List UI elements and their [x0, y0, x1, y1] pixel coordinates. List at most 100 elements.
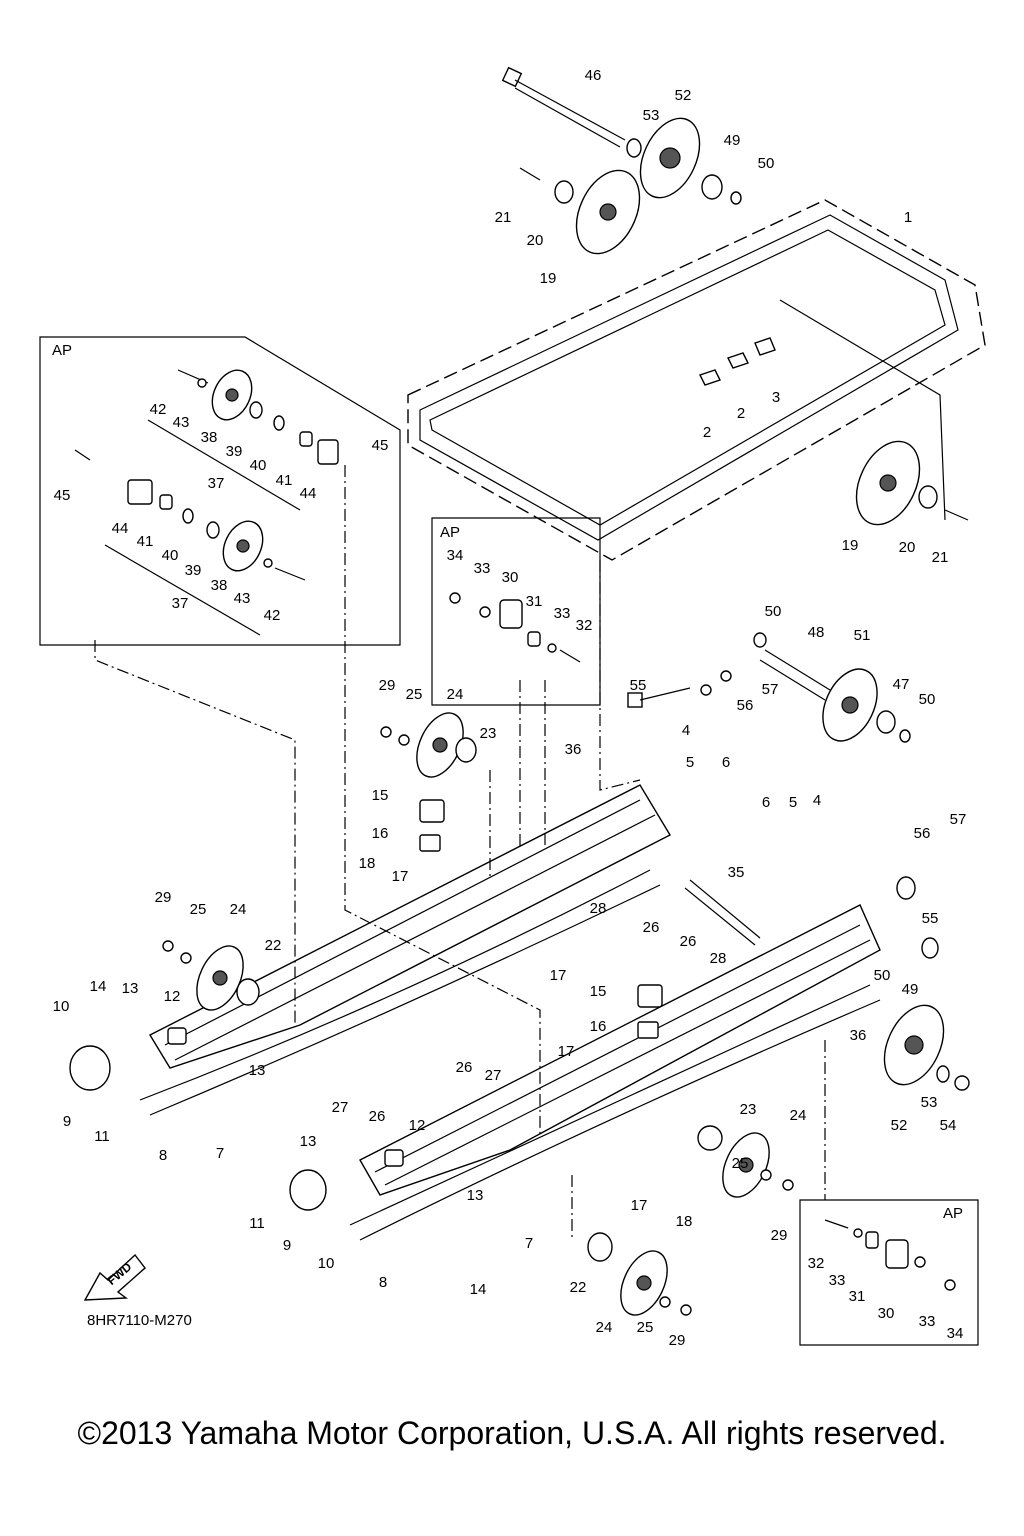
part-callout-10: 10	[318, 1255, 335, 1272]
part-callout-4: 4	[682, 722, 690, 739]
part-callout-12: 12	[409, 1117, 426, 1134]
part-callout-19: 19	[842, 537, 859, 554]
part-callout-14: 14	[90, 978, 107, 995]
part-callout-39: 39	[185, 562, 202, 579]
part-callout-2: 2	[703, 424, 711, 441]
part-callout-10: 10	[53, 998, 70, 1015]
part-callout-43: 43	[234, 590, 251, 607]
part-callout-52: 52	[675, 87, 692, 104]
part-callout-25: 25	[406, 686, 423, 703]
part-callout-27: 27	[332, 1099, 349, 1116]
part-callout-17: 17	[550, 967, 567, 984]
part-callout-13: 13	[249, 1062, 266, 1079]
part-callout-1: 1	[904, 209, 912, 226]
part-callout-7: 7	[216, 1145, 224, 1162]
part-callout-55: 55	[630, 677, 647, 694]
part-callout-11: 11	[249, 1215, 265, 1232]
part-callout-11: 11	[94, 1128, 110, 1145]
part-callout-23: 23	[740, 1101, 757, 1118]
part-callout-28: 28	[710, 950, 727, 967]
part-callout-27: 27	[485, 1067, 502, 1084]
part-callout-25: 25	[637, 1319, 654, 1336]
part-callout-17: 17	[631, 1197, 648, 1214]
part-callout-8: 8	[159, 1147, 167, 1164]
ap-label: AP	[52, 342, 72, 359]
part-callout-4: 4	[813, 792, 821, 809]
rear-axle-assembly	[627, 632, 911, 743]
part-callout-25: 25	[190, 901, 207, 918]
part-callout-26: 26	[369, 1108, 386, 1125]
part-callout-36: 36	[850, 1027, 867, 1044]
part-callout-37: 37	[172, 595, 189, 612]
part-callout-14: 14	[470, 1281, 487, 1298]
part-callout-16: 16	[372, 825, 389, 842]
part-callout-44: 44	[112, 520, 129, 537]
part-callout-50: 50	[919, 691, 936, 708]
track-clips	[699, 337, 776, 386]
part-callout-15: 15	[590, 983, 607, 1000]
part-callout-42: 42	[264, 607, 281, 624]
part-callout-48: 48	[808, 624, 825, 641]
part-callout-9: 9	[283, 1237, 291, 1254]
part-callout-26: 26	[456, 1059, 473, 1076]
part-callout-42: 42	[150, 401, 167, 418]
part-callout-45: 45	[54, 487, 71, 504]
part-callout-41: 41	[137, 533, 154, 550]
stopper-blocks	[167, 799, 663, 1167]
slide-rail-left	[139, 784, 671, 1116]
cross-shaft	[689, 879, 761, 939]
part-callout-18: 18	[359, 855, 376, 872]
part-callout-3: 3	[772, 389, 780, 406]
part-callout-24: 24	[790, 1107, 807, 1124]
part-callout-8: 8	[379, 1274, 387, 1291]
svg-text:AP: AP	[440, 524, 460, 541]
part-callout-56: 56	[914, 825, 931, 842]
part-callout-23: 23	[480, 725, 497, 742]
part-callout-28: 28	[590, 900, 607, 917]
part-callout-56: 56	[737, 697, 754, 714]
part-callout-40: 40	[250, 457, 267, 474]
part-callout-15: 15	[372, 787, 389, 804]
fwd-arrow-icon: FWD	[83, 1253, 146, 1301]
part-callout-40: 40	[162, 547, 179, 564]
part-callout-31: 31	[526, 593, 543, 610]
part-callout-2: 2	[737, 405, 745, 422]
part-callout-20: 20	[899, 539, 916, 556]
slide-rail-right	[349, 904, 881, 1241]
part-callout-24: 24	[447, 686, 464, 703]
part-callout-24: 24	[230, 901, 247, 918]
part-callout-50: 50	[765, 603, 782, 620]
part-callout-57: 57	[762, 681, 779, 698]
part-callout-47: 47	[893, 676, 910, 693]
part-callout-32: 32	[808, 1255, 825, 1272]
track-belt	[407, 199, 986, 561]
part-callout-52: 52	[891, 1117, 908, 1134]
part-number-labels: 4652534950212011932242433839404144453745…	[53, 67, 967, 1349]
part-callout-32: 32	[576, 617, 593, 634]
part-callout-33: 33	[554, 605, 571, 622]
part-callout-13: 13	[122, 980, 139, 997]
part-callout-50: 50	[758, 155, 775, 172]
part-callout-26: 26	[680, 933, 697, 950]
part-callout-29: 29	[771, 1227, 788, 1244]
part-callout-17: 17	[558, 1043, 575, 1060]
part-callout-5: 5	[789, 794, 797, 811]
part-callout-9: 9	[63, 1113, 71, 1130]
ap-inset-bottom-right: AP	[799, 1199, 979, 1346]
part-callout-22: 22	[265, 937, 282, 954]
diagram-code: 8HR7110-M270	[87, 1312, 192, 1329]
part-callout-57: 57	[950, 811, 967, 828]
part-callout-22: 22	[570, 1279, 587, 1296]
part-callout-13: 13	[300, 1133, 317, 1150]
upper-idler-assembly	[501, 66, 969, 526]
part-callout-12: 12	[164, 988, 181, 1005]
part-callout-51: 51	[854, 627, 871, 644]
part-callout-53: 53	[643, 107, 660, 124]
part-callout-44: 44	[300, 485, 317, 502]
svg-text:AP: AP	[943, 1205, 963, 1222]
part-callout-43: 43	[173, 414, 190, 431]
rear-idler-wheel	[883, 876, 970, 1091]
ap-inset-top-left: AP	[39, 336, 401, 646]
part-callout-30: 30	[502, 569, 519, 586]
copyright-notice: ©2013 Yamaha Motor Corporation, U.S.A. A…	[77, 1415, 947, 1451]
